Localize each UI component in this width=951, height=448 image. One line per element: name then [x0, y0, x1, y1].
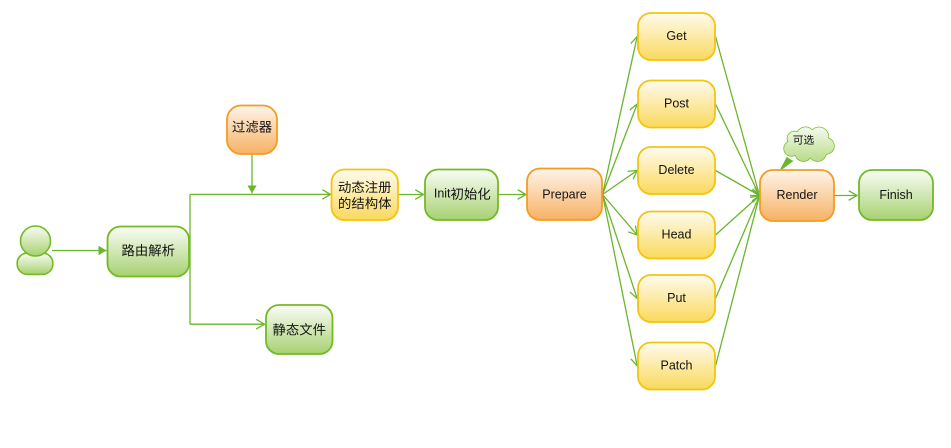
svg-text:Finish: Finish: [879, 188, 912, 202]
svg-text:Put: Put: [667, 291, 686, 305]
svg-text:Render: Render: [777, 188, 818, 202]
svg-text:Get: Get: [666, 29, 687, 43]
svg-text:Patch: Patch: [661, 358, 693, 372]
svg-text:Delete: Delete: [658, 163, 694, 177]
svg-text:Post: Post: [664, 96, 690, 110]
svg-text:Init: Init: [434, 186, 451, 200]
svg-text:Prepare: Prepare: [542, 187, 587, 201]
svg-text:Head: Head: [662, 227, 692, 241]
